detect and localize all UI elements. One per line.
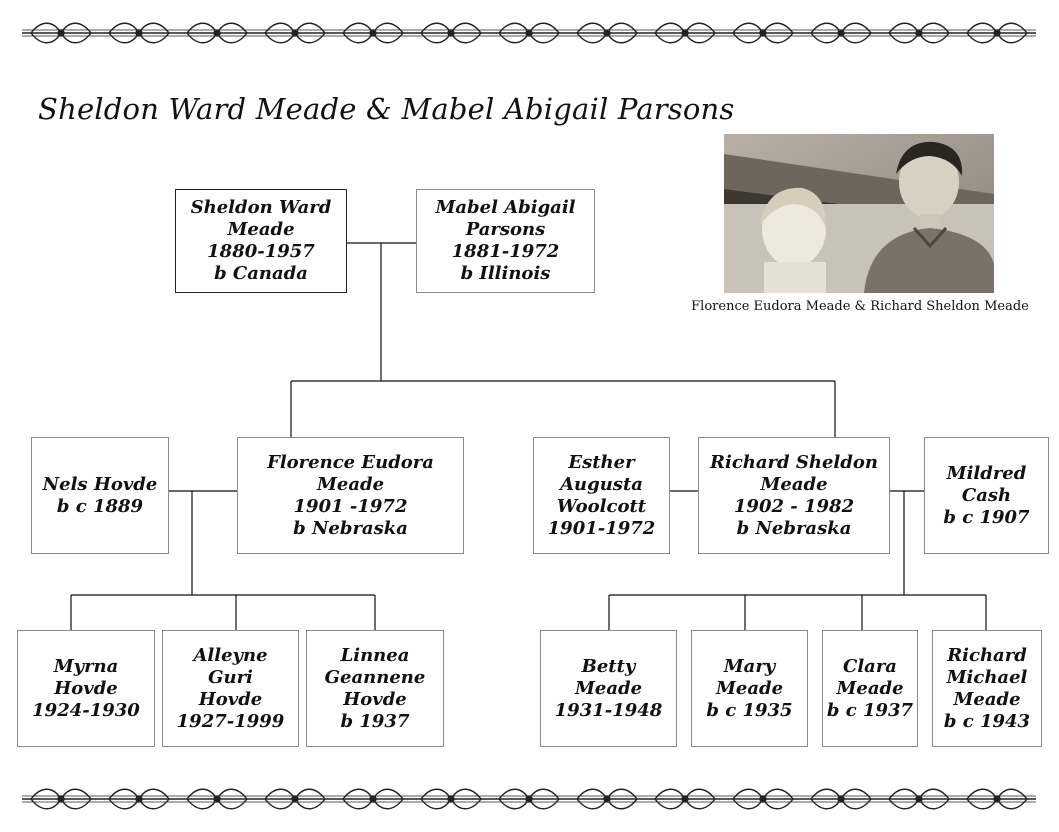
person-middle-name: Augusta xyxy=(560,473,643,495)
person-box-richard: Richard Sheldon Meade 1902 - 1982 b Nebr… xyxy=(698,437,890,554)
person-dates: 1902 - 1982 xyxy=(733,495,855,517)
person-middle-name: Guri xyxy=(208,666,253,688)
person-box-alleyne: Alleyne Guri Hovde 1927-1999 xyxy=(162,630,299,747)
person-dates: b 1937 xyxy=(340,710,410,732)
border-ornament xyxy=(342,788,404,810)
border-ornament xyxy=(966,788,1028,810)
person-name: Linnea xyxy=(340,644,410,666)
border-ornament xyxy=(420,22,482,44)
person-dates: b c 1889 xyxy=(56,495,144,517)
person-birthplace: b Illinois xyxy=(460,263,551,284)
person-surname: Meade xyxy=(953,688,1021,710)
person-dates: 1901 -1972 xyxy=(293,495,408,517)
person-box-myrna: Myrna Hovde 1924-1930 xyxy=(17,630,155,747)
top-decorative-border xyxy=(22,22,1036,44)
person-surname: Meade xyxy=(836,677,904,699)
person-name: Richard xyxy=(947,644,1027,666)
person-name: Myrna xyxy=(53,655,119,677)
person-surname: Meade xyxy=(715,677,784,699)
person-dates: b c 1943 xyxy=(943,710,1031,732)
person-dates: 1901-1972 xyxy=(547,517,656,539)
border-ornament xyxy=(732,22,794,44)
person-surname: Hovde xyxy=(54,677,118,699)
border-ornament xyxy=(420,788,482,810)
border-ornament xyxy=(30,22,92,44)
person-name: Mary xyxy=(723,655,776,677)
person-dates: b c 1907 xyxy=(943,506,1030,528)
person-box-clara: Clara Meade b c 1937 xyxy=(822,630,918,747)
border-ornament xyxy=(264,788,326,810)
person-surname: Meade xyxy=(574,677,643,699)
photo-caption: Florence Eudora Meade & Richard Sheldon … xyxy=(691,299,1029,314)
person-name: Richard Sheldon xyxy=(710,451,878,473)
bottom-decorative-border xyxy=(22,788,1036,810)
border-ornament xyxy=(888,788,950,810)
person-name: Mildred xyxy=(946,462,1027,484)
person-box-mildred: Mildred Cash b c 1907 xyxy=(924,437,1049,554)
page-title: Sheldon Ward Meade & Mabel Abigail Parso… xyxy=(38,92,735,126)
border-ornament xyxy=(186,22,248,44)
person-dates: 1880-1957 xyxy=(207,241,315,262)
border-ornament xyxy=(498,788,560,810)
border-ornament xyxy=(810,788,872,810)
border-ornament xyxy=(810,22,872,44)
person-surname: Cash xyxy=(961,484,1012,506)
person-surname: Meade xyxy=(760,473,828,495)
person-box-mary: Mary Meade b c 1935 xyxy=(691,630,808,747)
person-name: Betty xyxy=(581,655,636,677)
person-surname: Parsons xyxy=(465,219,546,240)
border-ornament xyxy=(966,22,1028,44)
border-ornament xyxy=(888,22,950,44)
person-box-richard-michael: Richard Michael Meade b c 1943 xyxy=(932,630,1042,747)
border-ornament xyxy=(30,788,92,810)
person-birthplace: b Nebraska xyxy=(736,517,852,539)
person-dates: 1881-1972 xyxy=(451,241,560,262)
person-surname: Woolcott xyxy=(556,495,647,517)
person-dates: 1931-1948 xyxy=(554,699,663,721)
person-box-betty: Betty Meade 1931-1948 xyxy=(540,630,677,747)
person-dates: b c 1935 xyxy=(706,699,793,721)
person-name: Nels Hovde xyxy=(42,473,158,495)
person-name: Florence Eudora xyxy=(267,451,434,473)
border-ornament xyxy=(732,788,794,810)
border-ornament xyxy=(186,788,248,810)
person-name: Sheldon Ward xyxy=(190,197,332,218)
border-ornament xyxy=(108,22,170,44)
person-box-florence: Florence Eudora Meade 1901 -1972 b Nebra… xyxy=(237,437,464,554)
person-box-linnea: Linnea Geannene Hovde b 1937 xyxy=(306,630,444,747)
person-middle-name: Michael xyxy=(946,666,1028,688)
person-surname: Meade xyxy=(227,219,295,240)
border-ornament xyxy=(654,22,716,44)
person-middle-name: Geannene xyxy=(324,666,426,688)
person-box-sheldon: Sheldon Ward Meade 1880-1957 b Canada xyxy=(175,189,347,293)
person-surname: Hovde xyxy=(198,688,263,710)
person-name: Alleyne xyxy=(193,644,268,666)
border-ornament xyxy=(342,22,404,44)
person-surname: Hovde xyxy=(343,688,407,710)
person-surname: Meade xyxy=(316,473,385,495)
person-name: Clara xyxy=(843,655,897,677)
border-ornament xyxy=(576,788,638,810)
person-name: Esther xyxy=(568,451,635,473)
person-birthplace: b Nebraska xyxy=(293,517,408,539)
border-ornament xyxy=(498,22,560,44)
person-box-mabel: Mabel Abigail Parsons 1881-1972 b Illino… xyxy=(416,189,595,293)
person-box-esther: Esther Augusta Woolcott 1901-1972 xyxy=(533,437,670,554)
family-photo xyxy=(724,134,994,293)
person-dates: 1924-1930 xyxy=(32,699,140,721)
person-birthplace: b Canada xyxy=(214,263,308,284)
border-ornament xyxy=(264,22,326,44)
border-ornament xyxy=(108,788,170,810)
person-box-nels: Nels Hovde b c 1889 xyxy=(31,437,169,554)
border-ornament xyxy=(576,22,638,44)
person-dates: b c 1937 xyxy=(826,699,914,721)
person-dates: 1927-1999 xyxy=(176,710,285,732)
person-name: Mabel Abigail xyxy=(435,197,576,218)
border-ornament xyxy=(654,788,716,810)
